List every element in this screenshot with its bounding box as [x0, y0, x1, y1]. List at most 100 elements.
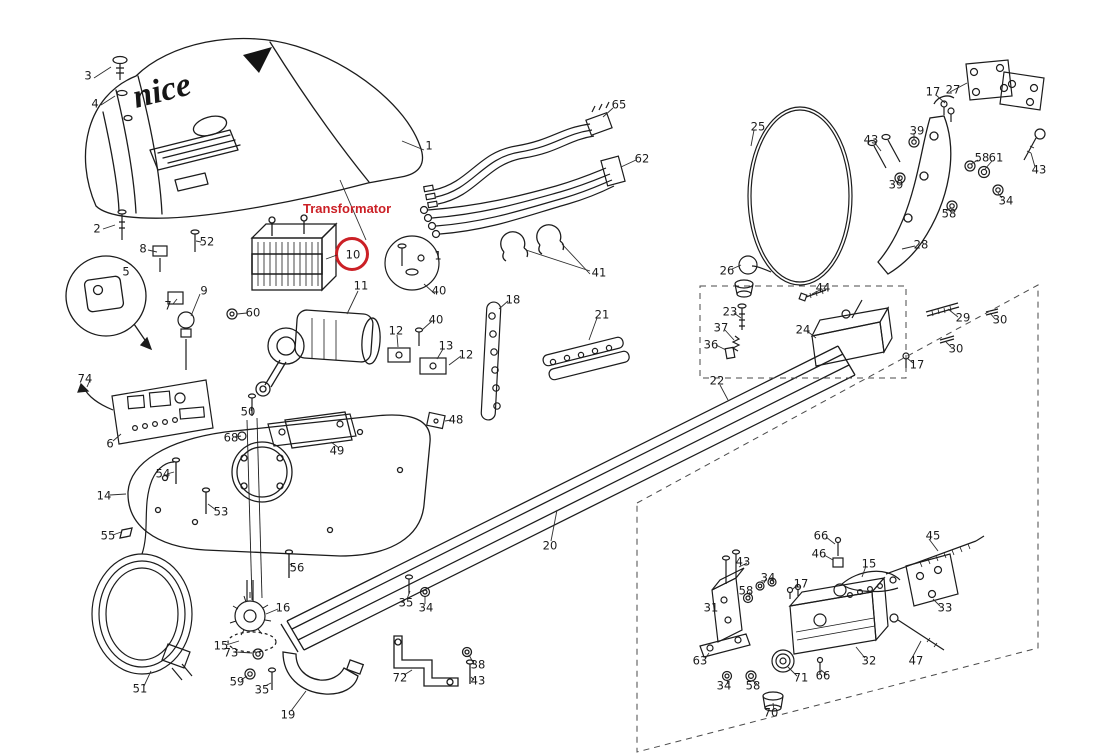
part-label-73: 73: [223, 645, 239, 660]
part-label-34: 34: [418, 600, 434, 615]
part-label-24: 24: [795, 322, 811, 337]
part-label-14: 14: [96, 488, 112, 503]
highlight-circle: [335, 237, 369, 271]
part-label-70: 70: [763, 705, 779, 720]
chain-sprocket: [227, 580, 277, 690]
part-label-33: 33: [937, 600, 953, 615]
part-label-23: 23: [722, 304, 738, 319]
hinge-plates: [940, 59, 1045, 122]
part-label-38: 38: [470, 657, 486, 672]
part-label-48: 48: [448, 412, 464, 427]
part-label-68: 68: [223, 430, 239, 445]
part-label-43: 43: [863, 132, 879, 147]
part-label-17: 17: [793, 576, 809, 591]
part-label-30: 30: [948, 341, 964, 356]
release-assembly: [724, 288, 999, 368]
power-plug: [161, 643, 191, 669]
lamp-bulb: [177, 311, 195, 329]
rail-bracket-72: [393, 635, 475, 687]
part-label-19: 19: [280, 707, 296, 722]
part-label-21: 21: [594, 307, 610, 322]
part-label-60: 60: [245, 305, 261, 320]
part-label-35: 35: [398, 595, 414, 610]
part-label-15: 15: [213, 638, 229, 653]
highlight-label: Transformator: [303, 201, 392, 216]
release-dashed-box: [699, 285, 907, 379]
part-label-52: 52: [199, 234, 215, 249]
release-cord-loop: [734, 106, 853, 298]
cord-knob: [738, 255, 758, 275]
part-label-62: 62: [634, 151, 650, 166]
part-label-6: 6: [106, 436, 114, 451]
rail: [280, 345, 856, 653]
part-label-31: 31: [703, 600, 719, 615]
part-label-8: 8: [139, 241, 147, 256]
part-label-58: 58: [974, 150, 990, 165]
direction-arrow-icon: [243, 47, 272, 73]
part-label-12: 12: [388, 323, 404, 338]
part-label-53: 53: [213, 504, 229, 519]
part-label-36: 36: [703, 337, 719, 352]
part-label-1: 1: [434, 248, 442, 263]
transformer: [250, 214, 338, 292]
part-label-12: 12: [458, 347, 474, 362]
small-brackets: [387, 347, 447, 375]
base-plate: [119, 411, 431, 578]
part-label-3: 3: [84, 68, 92, 83]
part-label-66: 66: [815, 668, 831, 683]
part-label-7: 7: [164, 298, 172, 313]
part-label-74: 74: [77, 371, 93, 386]
part-label-17: 17: [909, 357, 925, 372]
part-label-37: 37: [713, 320, 729, 335]
part-label-40: 40: [431, 283, 447, 298]
part-label-58: 58: [745, 678, 761, 693]
part-label-50: 50: [240, 404, 256, 419]
part-label-43: 43: [470, 673, 486, 688]
part-label-71: 71: [793, 670, 809, 685]
part-label-16: 16: [275, 600, 291, 615]
part-label-54: 54: [155, 466, 171, 481]
cover-screws: [112, 55, 128, 240]
part-label-40: 40: [428, 312, 444, 327]
detail-circle-5: [65, 255, 153, 351]
part-label-17: 17: [925, 84, 941, 99]
wire-harness-lower: [419, 155, 626, 239]
part-label-34: 34: [998, 193, 1014, 208]
part-label-34: 34: [716, 678, 732, 693]
part-label-11: 11: [353, 278, 369, 293]
power-cord: [91, 461, 193, 681]
part-label-34: 34: [760, 570, 776, 585]
part-label-25: 25: [750, 119, 766, 134]
part-label-43: 43: [1031, 162, 1047, 177]
part-label-35: 35: [254, 682, 270, 697]
part-label-27: 27: [945, 82, 961, 97]
part-label-46: 46: [811, 546, 827, 561]
part-label-9: 9: [200, 283, 208, 298]
part-label-72: 72: [392, 670, 408, 685]
wall-bracket: [877, 95, 955, 275]
part-label-49: 49: [329, 443, 345, 458]
part-label-20: 20: [542, 538, 558, 553]
part-label-47: 47: [908, 653, 924, 668]
circuit-board: [77, 379, 214, 445]
part-label-51: 51: [132, 681, 148, 696]
part-label-44: 44: [815, 280, 831, 295]
part-label-41: 41: [591, 265, 607, 280]
part-label-13: 13: [438, 338, 454, 353]
part-label-10: 10: [345, 247, 361, 262]
part-label-28: 28: [913, 237, 929, 252]
part-label-43: 43: [735, 554, 751, 569]
cable-clips: [500, 224, 565, 262]
rail-clamp: [404, 574, 431, 598]
trolley-assembly: [699, 535, 985, 712]
part-label-39: 39: [909, 123, 925, 138]
part-label-39: 39: [888, 177, 904, 192]
part-label-15: 15: [861, 556, 877, 571]
cover: [84, 37, 424, 219]
part-label-56: 56: [289, 560, 305, 575]
part-label-58: 58: [941, 206, 957, 221]
leader-lines: [86, 66, 1036, 712]
perforated-strips: [480, 301, 630, 421]
part-label-66: 66: [813, 528, 829, 543]
bracket-hardware: [867, 128, 1046, 212]
